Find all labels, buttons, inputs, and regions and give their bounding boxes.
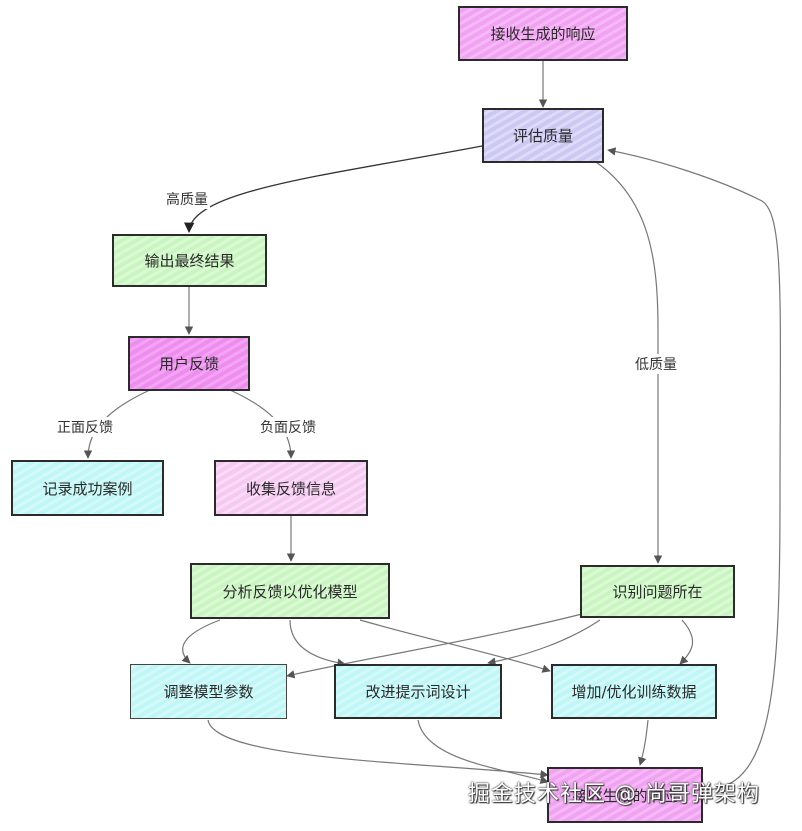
node-record-label: 记录成功案例 — [42, 479, 133, 498]
edge-identify-adjust — [286, 611, 591, 679]
edge-final-evaluate — [607, 147, 782, 791]
edge-evaluate-identify — [595, 161, 663, 564]
edge-identify-improve — [487, 619, 601, 666]
node-add-data[interactable]: 增加/优化训练数据 — [551, 664, 717, 719]
edge-adjust-final — [207, 719, 549, 779]
node-record[interactable]: 记录成功案例 — [11, 460, 164, 516]
node-final-label: 接收生成的响应 — [572, 786, 678, 805]
edge-label-negative: 负面反馈 — [258, 417, 318, 437]
node-evaluate[interactable]: 评估质量 — [482, 108, 604, 163]
edge-analyze-add — [359, 619, 551, 673]
node-analyze[interactable]: 分析反馈以优化模型 — [190, 563, 390, 619]
edge-improve-final — [417, 719, 549, 784]
node-adjust-params[interactable]: 调整模型参数 — [130, 664, 287, 719]
edge-label-low-quality: 低质量 — [633, 354, 679, 374]
node-improve-prompt[interactable]: 改进提示词设计 — [334, 664, 502, 719]
node-identify-label: 识别问题所在 — [612, 583, 703, 601]
node-identify[interactable]: 识别问题所在 — [580, 565, 735, 618]
node-evaluate-label: 评估质量 — [512, 127, 573, 145]
node-receive-label: 接收生成的响应 — [490, 25, 596, 43]
node-receive[interactable]: 接收生成的响应 — [458, 6, 628, 61]
edge-label-high-quality: 高质量 — [164, 189, 210, 209]
edge-analyze-adjust — [181, 619, 221, 664]
node-collect-label: 收集反馈信息 — [245, 479, 336, 498]
node-analyze-label: 分析反馈以优化模型 — [222, 582, 358, 601]
edge-identify-add — [679, 619, 694, 665]
node-improve-prompt-label: 改进提示词设计 — [365, 683, 471, 701]
node-final[interactable]: 接收生成的响应 — [547, 767, 703, 823]
edge-evaluate-output — [184, 145, 483, 234]
node-adjust-params-label: 调整模型参数 — [163, 683, 254, 701]
node-output[interactable]: 输出最终结果 — [112, 234, 267, 287]
watermark-text: 掘金技术社区 @ 尚哥弹架构 — [468, 782, 760, 807]
edge-analyze-improve — [289, 619, 346, 667]
node-feedback-label: 用户反馈 — [158, 355, 219, 373]
node-collect[interactable]: 收集反馈信息 — [214, 460, 368, 516]
node-add-data-label: 增加/优化训练数据 — [571, 683, 697, 701]
edge-add-final — [638, 719, 649, 766]
edge-label-positive: 正面反馈 — [55, 417, 115, 437]
node-output-label: 输出最终结果 — [144, 252, 235, 270]
node-feedback[interactable]: 用户反馈 — [128, 336, 250, 391]
